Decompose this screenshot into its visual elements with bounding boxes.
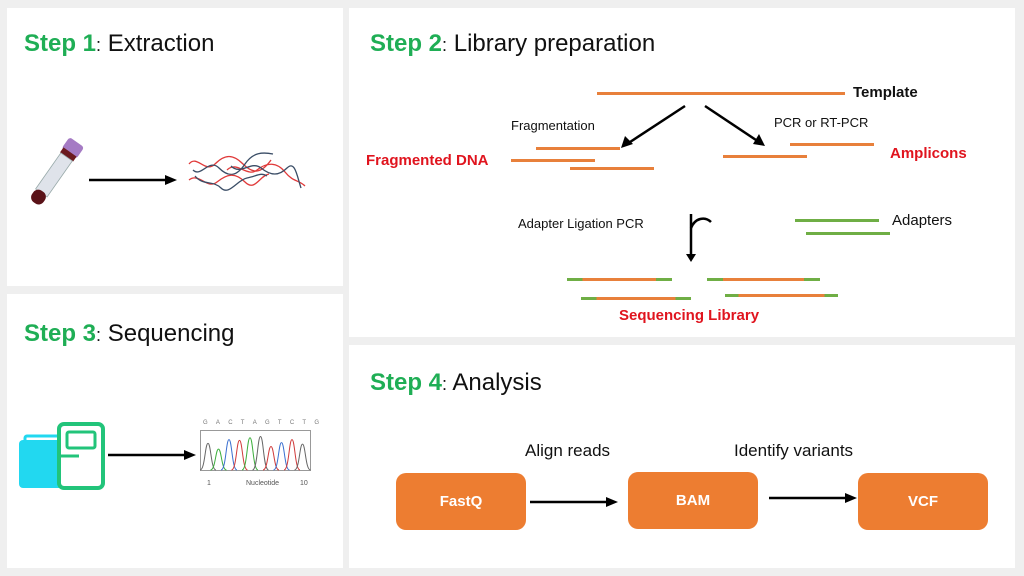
chromatogram-base: T (277, 420, 282, 426)
chromatogram-base: T (302, 420, 307, 426)
chromatogram-peak (199, 442, 217, 471)
chromatogram-icon (199, 430, 311, 471)
step-2-title: Step 2: Library preparation (370, 30, 655, 58)
title-separator: : (442, 374, 448, 394)
chromatogram-peak (220, 439, 238, 471)
chromatogram-base: G (203, 420, 208, 426)
title-separator: : (96, 325, 102, 345)
step-4-title: Step 4: Analysis (370, 369, 542, 397)
chromatogram-peak (210, 448, 227, 471)
library-fragment (581, 297, 691, 300)
chromatogram-peak (283, 439, 301, 471)
library-fragment (567, 278, 672, 281)
vcf-node: VCF (858, 473, 988, 530)
step-number: Step 3 (24, 320, 97, 347)
library-fragment (725, 294, 838, 297)
template-strand (597, 92, 845, 95)
step-name: Sequencing (107, 320, 235, 347)
adapter-ligation-label: Adapter Ligation PCR (518, 216, 644, 231)
chromatogram-base: T (240, 420, 245, 426)
template-label: Template (853, 84, 918, 101)
step-name: Analysis (452, 369, 542, 396)
pcr-label: PCR or RT-PCR (774, 115, 869, 130)
step-1-panel: Step 1: Extraction (7, 8, 343, 286)
chromatogram-peak (231, 439, 248, 471)
chromatogram-peak (252, 436, 269, 471)
sequencing-library-label: Sequencing Library (619, 307, 760, 324)
chromatogram-base: G (314, 420, 319, 426)
amplicon-strand (723, 155, 807, 158)
chromatogram-axis-end: 10 (300, 480, 308, 487)
step-3-title: Step 3: Sequencing (24, 320, 235, 348)
arrow-right-icon (530, 497, 618, 507)
fragmentation-label: Fragmentation (511, 118, 595, 133)
dna-strands-icon (188, 152, 306, 191)
title-separator: : (442, 35, 448, 55)
align-reads-label: Align reads (525, 441, 611, 460)
bam-node: BAM (628, 472, 758, 529)
chromatogram-peak (262, 445, 280, 471)
split-arrows-icon (621, 104, 765, 148)
step-3-panel: Step 3: Sequencing G A C T A G T C T G 1 Nucleoti… (7, 294, 343, 568)
chromatogram-axis-start: 1 (207, 480, 211, 487)
step-1-title: Step 1: Extraction (24, 30, 214, 58)
chromatogram-base: G (264, 420, 270, 426)
chromatogram-peak (273, 442, 290, 471)
arrow-right-icon (769, 493, 857, 503)
arrow-right-icon (89, 175, 177, 185)
ligation-arrow-icon (686, 214, 712, 262)
sequencer-icon (19, 422, 105, 490)
adapters-label: Adapters (892, 212, 953, 229)
fragmented-dna-label: Fragmented DNA (366, 152, 489, 169)
title-separator: : (96, 35, 102, 55)
fastq-node: FastQ (396, 473, 526, 530)
chromatogram-peak (294, 443, 311, 471)
step-name: Library preparation (453, 30, 656, 57)
arrow-right-icon (108, 450, 196, 460)
chromatogram-base: A (215, 420, 220, 426)
blood-tube-icon (31, 138, 84, 205)
step-4-panel: Step 4: Analysis Align reads Identify va… (349, 345, 1015, 568)
dna-fragment (511, 159, 595, 162)
amplicon-strand (790, 143, 874, 146)
adapter-strand (795, 219, 879, 222)
chromatogram-base: C (228, 420, 233, 426)
library-fragment (707, 278, 820, 281)
step-number: Step 1 (24, 30, 97, 57)
chromatogram-base: C (289, 420, 295, 426)
chromatogram-base: A (252, 420, 257, 426)
step-number: Step 4 (370, 369, 443, 396)
adapter-strand (806, 232, 890, 235)
dna-fragment (570, 167, 654, 170)
chromatogram-peak (241, 437, 259, 471)
step-2-panel: Step 2: Library preparation Template Fra… (349, 8, 1015, 337)
step-number: Step 2 (370, 30, 443, 57)
step-name: Extraction (107, 30, 215, 57)
identify-variants-label: Identify variants (734, 441, 854, 460)
chromatogram-axis-label: Nucleotide (246, 480, 280, 487)
dna-fragment (536, 147, 620, 150)
amplicons-label: Amplicons (890, 145, 967, 162)
